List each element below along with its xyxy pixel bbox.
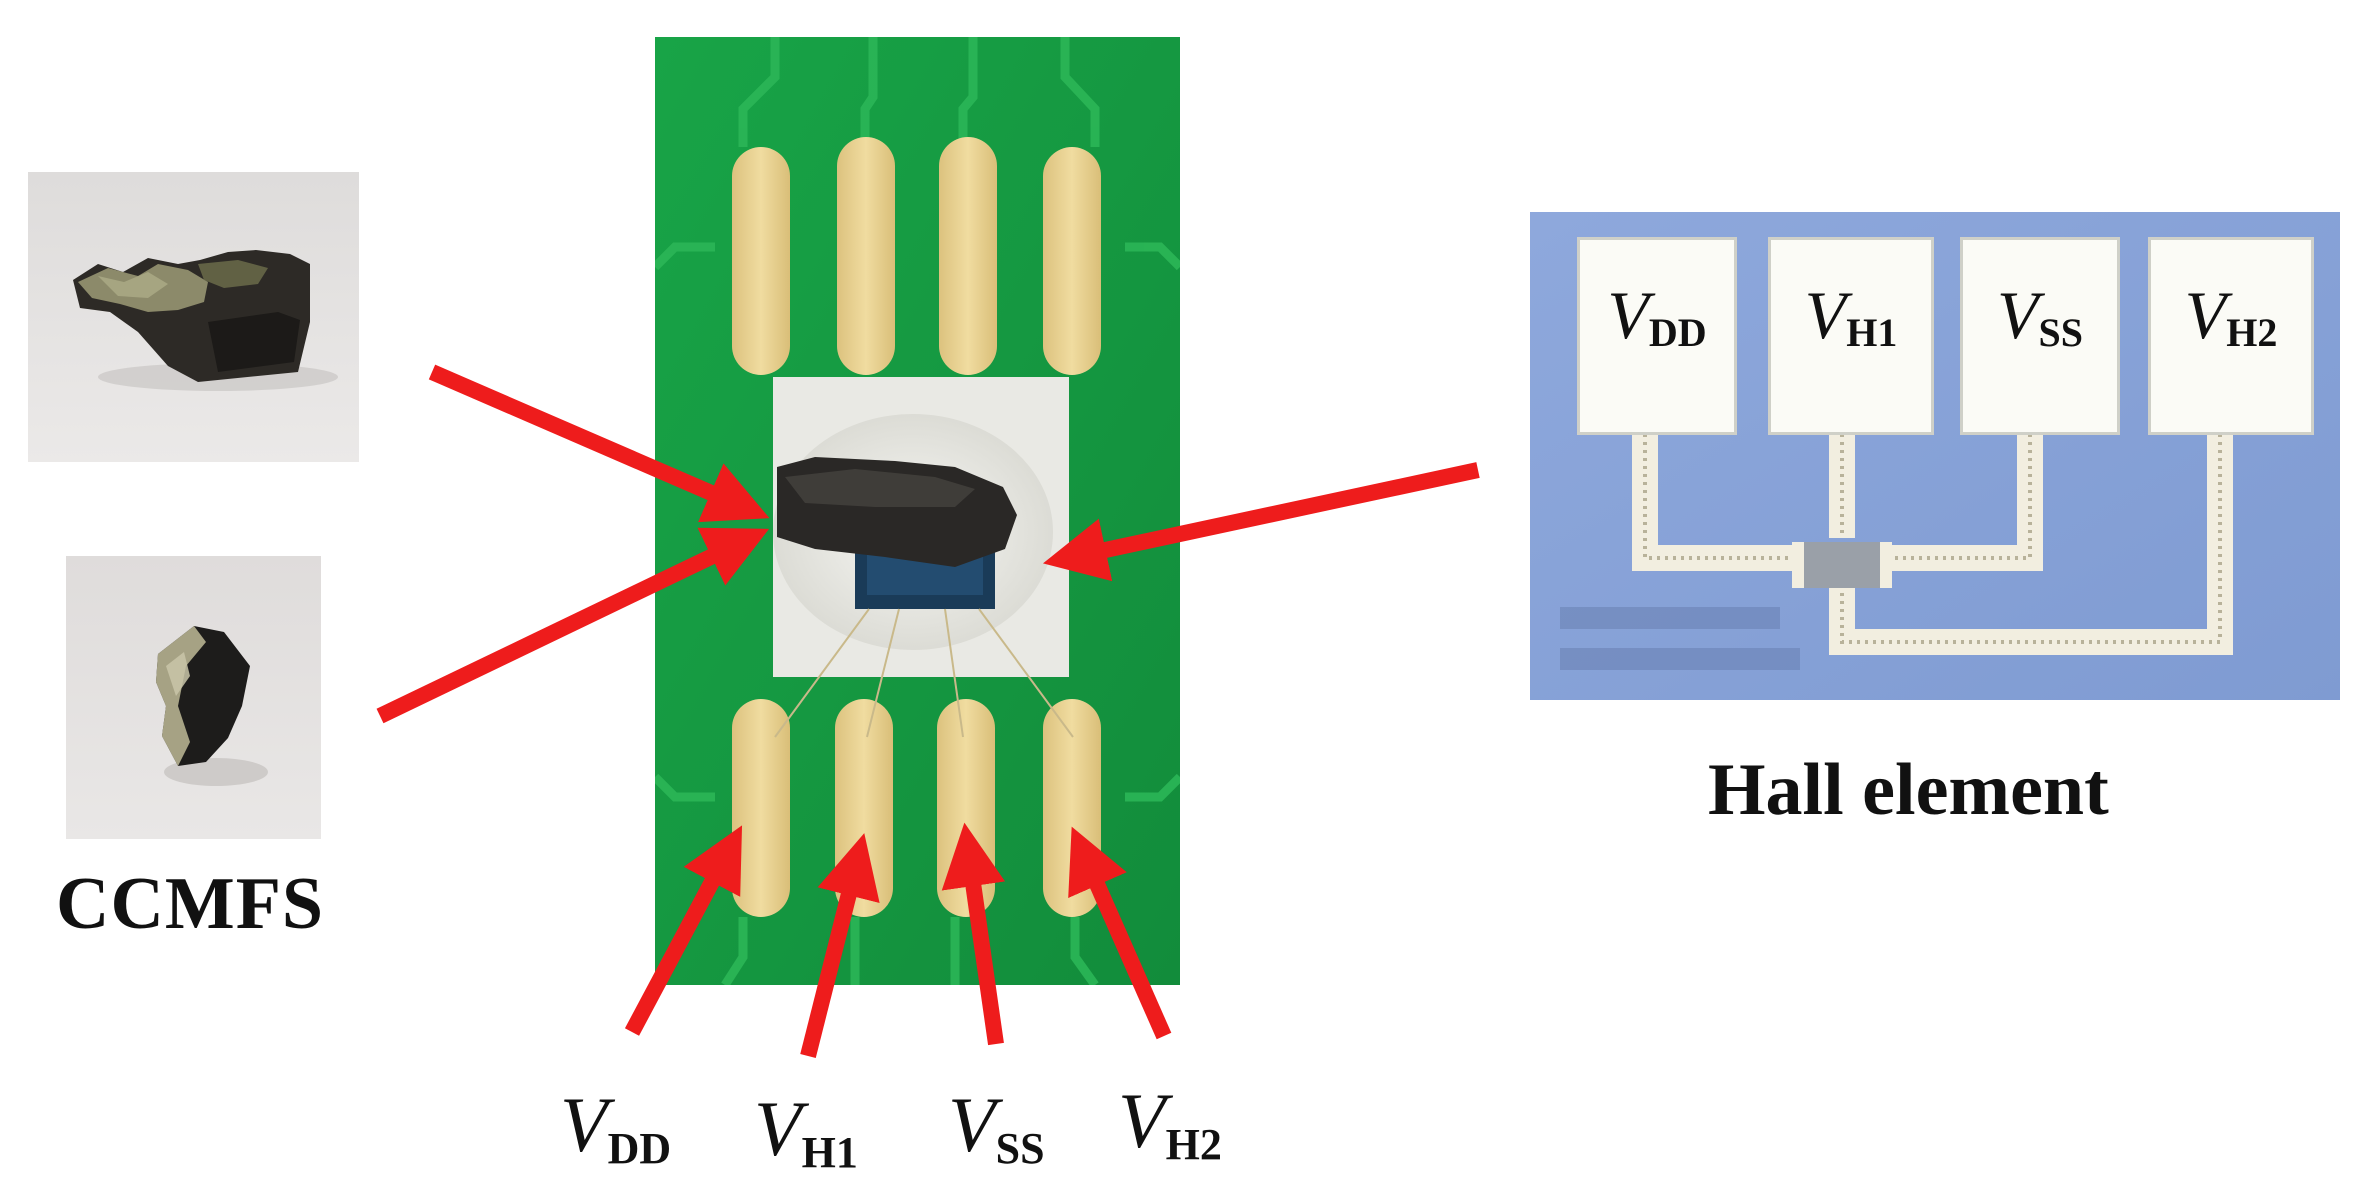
hall-pad-vh1-sub: H1 [1846, 310, 1898, 355]
pcb-traces-bottom [655, 773, 1180, 985]
pin-label-vdd-v: V [560, 1081, 608, 1168]
arrow-pin-vh1 [800, 833, 880, 1058]
pin-label-vdd: VDD [560, 1080, 672, 1173]
hall-pad-vh1-label: VH1 [1805, 276, 1898, 355]
chip-marking [1560, 607, 1800, 670]
ccmfs-photo-top [28, 172, 359, 462]
pin-label-vh2-v: V [1118, 1077, 1166, 1164]
pcb-top-pads [732, 137, 1101, 375]
pin-label-vh2-sub: H2 [1165, 1120, 1222, 1169]
pin-label-vh1-sub: H1 [801, 1128, 858, 1177]
hall-pad-vh2-label: VH2 [2185, 276, 2278, 355]
hall-traces [1632, 434, 2233, 655]
pin-label-vh1-v: V [754, 1085, 802, 1172]
hall-pad-vdd: VDD [1577, 237, 1737, 435]
hall-sensing-area [1792, 542, 1892, 588]
hall-pad-vdd-label: VDD [1607, 276, 1706, 355]
arrow-hall-element [1042, 462, 1480, 582]
hall-element-label: Hall element [1708, 749, 2109, 831]
hall-pad-vss-label: VSS [1997, 276, 2083, 355]
ccmfs-label: CCMFS [56, 863, 325, 945]
pin-label-vss-sub: SS [995, 1124, 1045, 1173]
hall-pad-vh1-v: V [1804, 277, 1847, 353]
bond-wires [774, 608, 1074, 738]
hall-pad-vss-v: V [1996, 277, 2039, 353]
arrow-sample-top [428, 364, 770, 523]
hall-pad-vh2: VH2 [2148, 237, 2314, 435]
hall-pad-vh2-sub: H2 [2226, 310, 2278, 355]
pin-label-vss: VSS [948, 1080, 1045, 1173]
hall-pad-vss: VSS [1960, 237, 2120, 435]
arrow-sample-bottom [376, 527, 770, 724]
ccmfs-photo-bottom [66, 556, 321, 839]
pin-label-vdd-sub: DD [607, 1124, 672, 1173]
pin-label-vh1: VH1 [754, 1084, 858, 1177]
arrow-pin-vdd [624, 825, 743, 1036]
hall-pad-vdd-sub: DD [1648, 310, 1707, 355]
arrow-pin-vss [941, 822, 1006, 1046]
pin-label-vss-v: V [948, 1081, 996, 1168]
hall-pad-vss-sub: SS [2038, 310, 2084, 355]
arrow-pin-vh2 [1068, 826, 1172, 1040]
pcb-traces-top [655, 37, 1180, 271]
hall-pad-vh2-v: V [2184, 277, 2227, 353]
hall-pad-vdd-v: V [1607, 277, 1649, 353]
ccmfs-sample-bottom-image [66, 556, 321, 839]
ccmfs-sample-top-image [28, 172, 359, 462]
hall-pad-vh1: VH1 [1768, 237, 1934, 435]
pin-label-vh2: VH2 [1118, 1076, 1222, 1169]
